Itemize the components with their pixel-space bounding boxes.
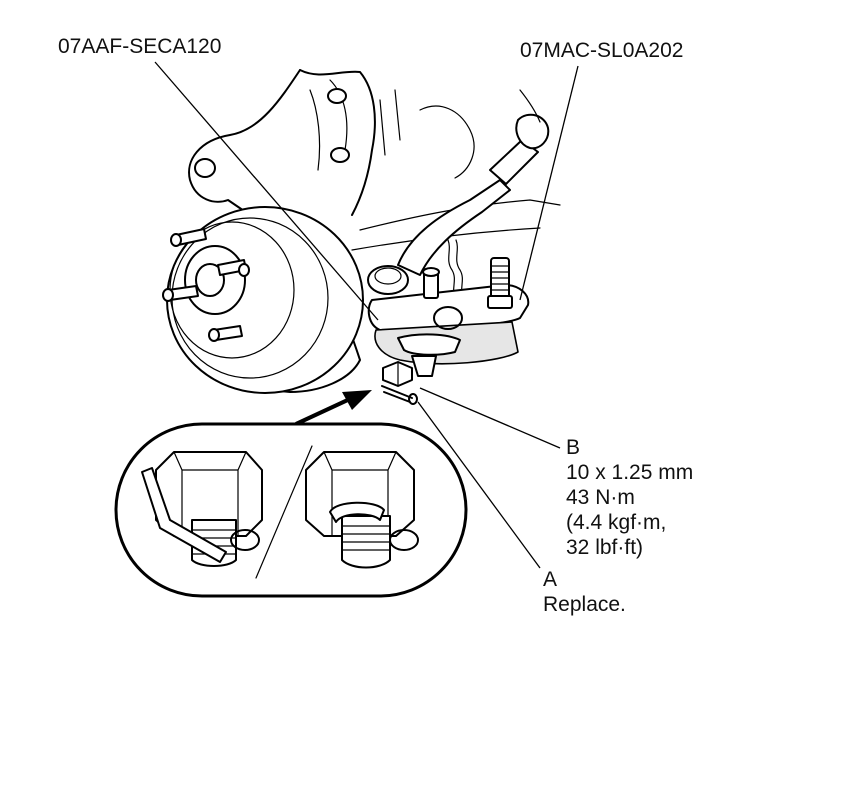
- callout-b-letter: B: [566, 436, 581, 459]
- callout-b-thread-spec: 10 x 1.25 mm: [566, 461, 694, 484]
- tool-label-07aaf: 07AAF-SECA120: [58, 35, 222, 58]
- detail-arrow-icon: [295, 390, 372, 426]
- wheel-hub-icon: [162, 69, 376, 394]
- castle-nut-icon: [382, 361, 413, 387]
- callout-a-letter: A: [543, 568, 558, 591]
- tool-label-07mac: 07MAC-SL0A202: [520, 39, 684, 62]
- ball-joint-remover-icon: [367, 257, 530, 377]
- nut-pin-correct-icon: [305, 451, 419, 569]
- callout-b-torque-lbfft: 32 lbf·ft): [566, 536, 644, 559]
- callout-a-note: Replace.: [543, 593, 626, 616]
- leader-lines: [154, 61, 579, 569]
- callout-a: A Replace.: [543, 567, 626, 617]
- callout-b: B 10 x 1.25 mm 43 N·m (4.4 kgf·m, 32 lbf…: [566, 435, 693, 560]
- callout-b-torque-kgfm: (4.4 kgf·m,: [566, 511, 667, 534]
- suspension-arm-icon: [351, 89, 561, 327]
- detail-callout-icon: [114, 422, 468, 598]
- cotter-pin-icon: [381, 385, 418, 405]
- nut-pin-bent-icon: [141, 451, 263, 567]
- callout-b-torque-nm: 43 N·m: [566, 486, 635, 509]
